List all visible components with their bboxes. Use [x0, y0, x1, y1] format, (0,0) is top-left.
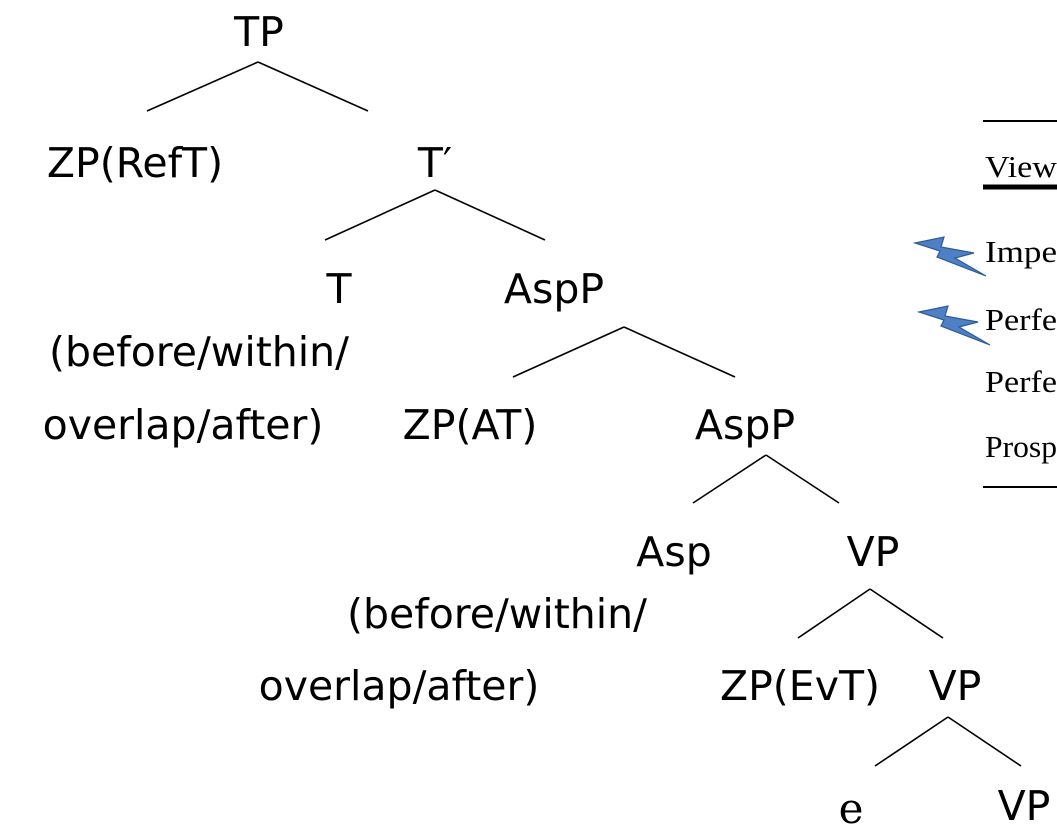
node-vp-middle: VP — [929, 662, 982, 710]
edge-t-bar-t — [324, 189, 436, 241]
edge-tp-zp-reft — [146, 61, 259, 112]
node-t: T — [325, 265, 352, 313]
node-tp: TP — [233, 8, 284, 56]
node-asp-feature-line1: (before/within/ — [347, 590, 647, 638]
edge-aspp-asp — [692, 454, 767, 504]
node-zp-reft: ZP(RefT) — [47, 139, 223, 187]
lightning-icon — [912, 236, 987, 277]
edge-aspp-zp-at — [512, 326, 625, 378]
node-asp-feature-line2: overlap/after) — [259, 662, 540, 710]
lightning-icon — [916, 305, 991, 346]
table-row-label: Perfe — [985, 364, 1057, 399]
node-aspp-lower: AspP — [695, 401, 795, 449]
node-e: e — [839, 784, 864, 828]
tree-edges — [146, 61, 1022, 767]
node-asp: Asp — [636, 528, 711, 576]
table-header: View — [985, 149, 1057, 184]
node-vp-upper: VP — [847, 528, 900, 576]
edge-vp-vp — [869, 588, 944, 639]
node-zp-evt: ZP(EvT) — [720, 662, 880, 710]
edge-vp-e — [874, 716, 949, 767]
node-zp-at: ZP(AT) — [403, 401, 538, 449]
edge-t-bar-aspp — [434, 189, 546, 241]
table-row-2: Perfe — [916, 302, 1057, 346]
node-t-bar: T′ — [417, 139, 452, 187]
edge-aspp-vp — [765, 454, 840, 504]
edge-aspp-aspp — [623, 326, 736, 378]
node-t-feature-line2: overlap/after) — [43, 401, 324, 449]
table-row-1: Impe — [912, 234, 1057, 277]
table-row-label: Impe — [985, 234, 1057, 269]
edge-tp-t-bar — [257, 61, 369, 112]
edge-vp-vp-lower — [947, 716, 1022, 767]
node-t-feature-line1: (before/within/ — [49, 328, 349, 376]
node-aspp-upper: AspP — [504, 265, 604, 313]
edge-vp-zp-evt — [797, 588, 871, 639]
side-table-fragment: View Impe Perfe Perfe Prosp — [912, 120, 1057, 488]
table-row-label: Prosp — [985, 429, 1057, 464]
node-vp-lower: VP — [998, 782, 1051, 828]
tree-nodes: TP ZP(RefT) T′ T AspP (before/within/ ov… — [43, 8, 1051, 828]
table-row-label: Perfe — [985, 302, 1057, 337]
